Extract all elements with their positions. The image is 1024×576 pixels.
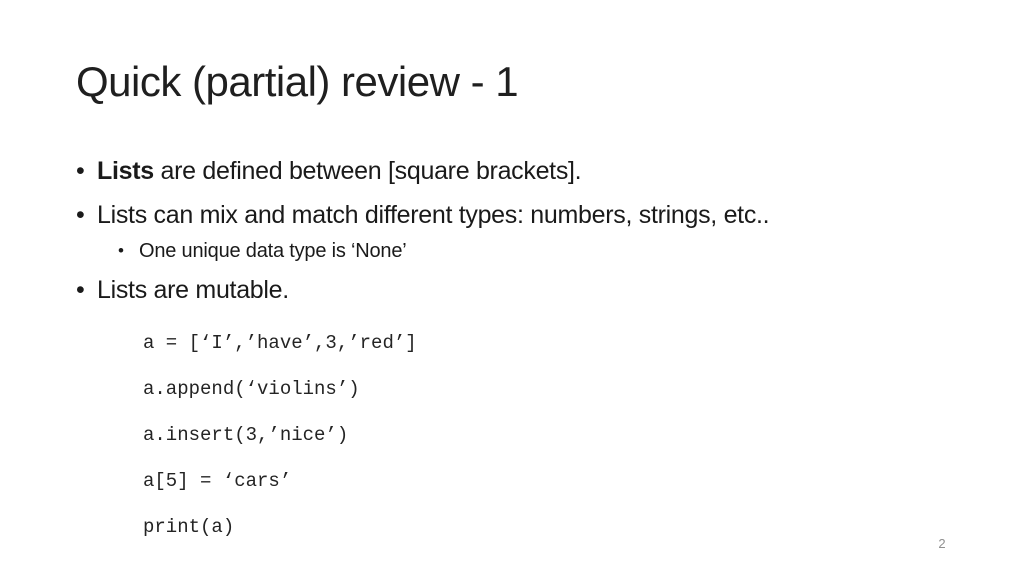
bullet-item-mix-types: • Lists can mix and match different type… <box>76 199 770 231</box>
sub-bullet-item-none-type: • One unique data type is ‘None’ <box>118 238 407 264</box>
bullet-text-rest: are defined between [square brackets]. <box>153 157 582 185</box>
bullet-item-mutable: • Lists are mutable. <box>76 274 289 306</box>
code-line-insert: a.insert(3,’nice’) <box>143 424 349 446</box>
bullet-text-bold: Lists <box>97 157 154 185</box>
bullet-marker: • <box>76 276 85 304</box>
bullet-text: Lists can mix and match different types:… <box>97 201 770 229</box>
code-line-list-assignment: a = [‘I’,’have’,3,’red’] <box>143 332 417 354</box>
bullet-item-lists-defined: • Lists are defined between [square brac… <box>76 155 582 187</box>
page-number: 2 <box>938 536 946 551</box>
code-line-index-assignment: a[5] = ‘cars’ <box>143 470 292 492</box>
bullet-text: One unique data type is ‘None’ <box>139 240 407 262</box>
slide-title: Quick (partial) review - 1 <box>76 58 519 105</box>
code-line-append: a.append(‘violins’) <box>143 378 360 400</box>
bullet-marker: • <box>118 241 124 260</box>
code-sample-block: a = [‘I’,’have’,3,’red’] a.append(‘violi… <box>143 320 417 550</box>
bullet-text: Lists are defined between [square bracke… <box>97 155 582 187</box>
code-line-print: print(a) <box>143 516 235 538</box>
bullet-text: Lists are mutable. <box>97 276 289 304</box>
bullet-marker: • <box>76 157 85 185</box>
bullet-marker: • <box>76 201 85 229</box>
